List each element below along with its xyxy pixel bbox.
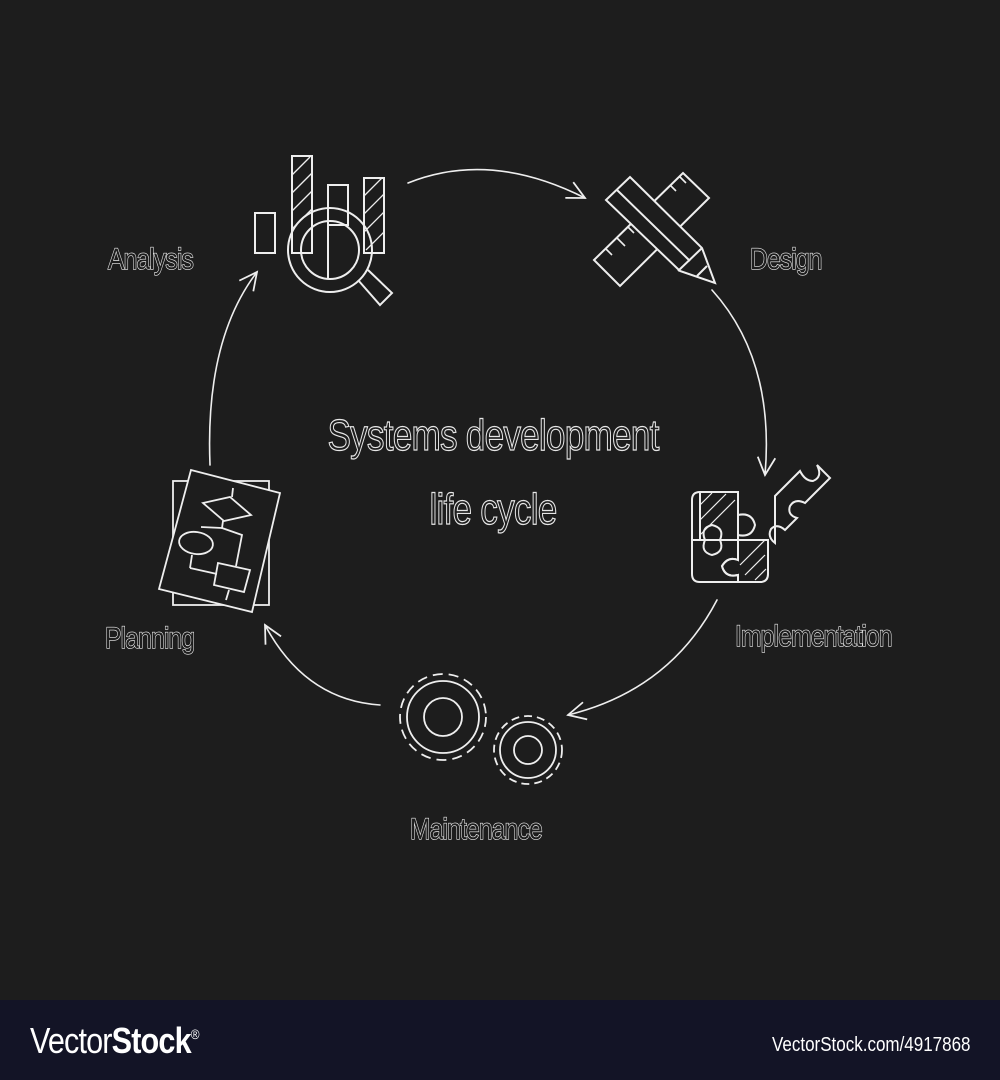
stage-label-design: Design — [749, 242, 823, 276]
diagram-title-line2: life cycle — [429, 484, 558, 534]
cycle-diagram — [157, 155, 832, 785]
watermark-footer: VectorStock® VectorStock.com/4917868 — [0, 1000, 1000, 1080]
stage-label-planning: Planning — [104, 621, 195, 655]
registered-mark: ® — [190, 1026, 200, 1042]
puzzle-icon — [691, 464, 832, 583]
vectorstock-logo: VectorStock® — [30, 1020, 200, 1062]
arrow-implementation-to-maintenance — [566, 599, 718, 721]
stage-label-implementation: Implementation — [734, 619, 893, 653]
stage-label-maintenance: Maintenance — [409, 812, 543, 846]
image-id: VectorStock.com/4917868 — [771, 1034, 970, 1056]
arrow-design-to-implementation — [711, 289, 777, 477]
diagram-title-line1: Systems development — [327, 410, 660, 460]
flowchart-document-icon — [157, 468, 282, 614]
diagram-canvas: Analysis Design Implementation Maintenan… — [104, 155, 894, 847]
brand-light: Vector — [30, 1020, 113, 1061]
arrow-analysis-to-design — [407, 168, 587, 199]
arrow-maintenance-to-planning — [264, 623, 381, 706]
pencil-ruler-icon — [592, 171, 717, 288]
stage-label-analysis: Analysis — [107, 242, 194, 276]
brand-bold: Stock — [111, 1020, 192, 1061]
bar-chart-magnifier-icon — [254, 155, 394, 307]
gears-icon — [399, 673, 563, 785]
arrow-planning-to-analysis — [208, 270, 259, 466]
